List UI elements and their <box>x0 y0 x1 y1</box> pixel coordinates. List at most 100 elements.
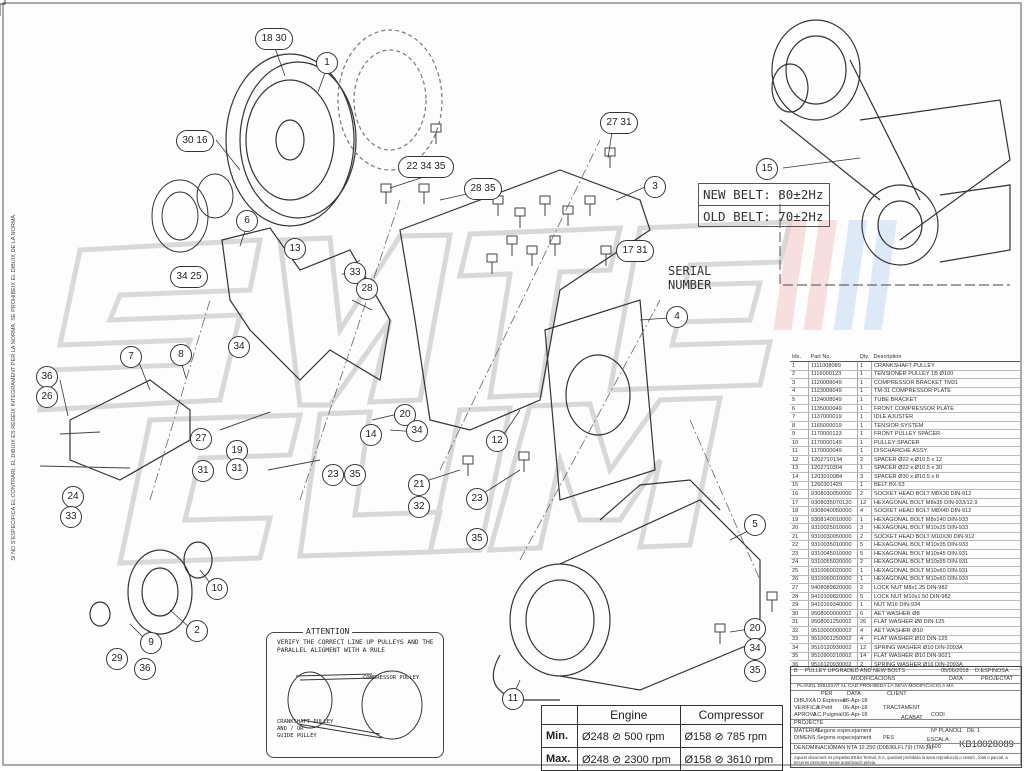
part-callout: 28 35 <box>464 178 502 200</box>
material-value: Segons especejament <box>817 728 872 734</box>
part-number: 9308140010000 <box>808 515 858 525</box>
leader-15 <box>782 157 861 169</box>
part-description: LOCK NUT M10x1.50 DIN-982 <box>871 592 1020 602</box>
part-idx: 18 <box>790 506 809 516</box>
part-number: 9310060020000 <box>808 566 858 576</box>
part-idx: 34 <box>790 643 809 653</box>
part-callout: 6 <box>236 210 258 232</box>
bracket-drawing <box>221 169 656 501</box>
part-idx: 22 <box>790 540 809 551</box>
part-idx: 15 <box>790 481 809 491</box>
part-callout: 4 <box>666 306 688 328</box>
dibuixa-label: DIBUIXA <box>794 698 817 704</box>
part-idx: 19 <box>790 515 809 525</box>
verifica-name: J.Petit <box>817 705 833 711</box>
per-label: PER <box>821 691 833 697</box>
part-callout: 9 <box>140 632 162 654</box>
part-idx: 12 <box>790 455 809 465</box>
ownership-footer: Aquest document es propietat d'Eiko Term… <box>794 755 1008 765</box>
part-number: 9510000000002 <box>808 626 858 636</box>
serial-number-label: SERIAL NUMBER <box>668 264 711 292</box>
part-idx: 35 <box>790 652 809 662</box>
part-callout: 33 <box>60 506 82 528</box>
viscous-fan-drawing <box>151 173 234 253</box>
part-callout: 35 <box>744 660 766 682</box>
part-idx: 6 <box>790 404 809 414</box>
attention-title: ATTENTION <box>303 627 353 636</box>
part-qty: 1 <box>857 387 872 397</box>
belt-frequency-box: NEW BELT: 80±2Hz OLD BELT: 70±2Hz <box>698 183 830 227</box>
part-qty: 6 <box>857 609 872 619</box>
part-qty: 1 <box>857 404 872 414</box>
part-qty: 1 <box>857 600 872 610</box>
part-callout: 28 <box>356 278 378 300</box>
new-belt-spec: NEW BELT: 80±2Hz <box>703 187 824 202</box>
plan-no-value: 1 <box>959 728 963 734</box>
part-callout: 23 <box>466 488 488 510</box>
attention-text-line1: VERIFY THE CORRECT LINE UP PULLEYS AND T… <box>277 639 434 646</box>
part-qty: 2 <box>857 660 872 670</box>
part-idx: 11 <box>790 446 809 456</box>
part-description: HEXAGONAL BOLT M10x60 DIN-933 <box>871 575 1020 585</box>
client-label: CLIENT <box>887 691 907 697</box>
part-idx: 23 <box>790 549 809 559</box>
parts-header-idx: Idx. <box>790 352 809 362</box>
fasteners-drawing <box>0 0 778 645</box>
part-callout: 3 <box>644 176 666 198</box>
serial-label-line2: NUMBER <box>668 278 712 292</box>
part-number: 9308040050000 <box>808 506 858 516</box>
projecte-label: PROJECTE <box>794 720 824 726</box>
part-number: 9310045010000 <box>808 549 858 559</box>
escala-label: ESCALA <box>927 737 949 743</box>
part-description: COMPRESSOR BRACKET TM31 <box>871 378 1020 388</box>
part-callout: 29 <box>106 648 128 670</box>
part-idx: 4 <box>790 387 809 397</box>
attention-belt-diagram <box>287 670 423 740</box>
part-description: DISCHARCHE ASSY. <box>871 446 1020 456</box>
verifica-date: 06-Apr-18 <box>843 705 868 711</box>
part-number: 9410169340000 <box>808 600 858 610</box>
part-qty: 1 <box>857 438 872 448</box>
part-number: 9408089820000 <box>808 583 858 593</box>
mod-b-by: D.ESPINOSA <box>975 668 1009 674</box>
part-callout: 8 <box>170 344 192 366</box>
part-description: HEXAGONAL BOLT M8x35 DIN-933/12.9 <box>871 498 1020 508</box>
part-description: SPACER Ø22 x Ø10.5 x 30 <box>871 464 1020 474</box>
part-description: HEXAGONAL BOLT M10x35 DIN-933 <box>871 540 1020 551</box>
compressor-pulley-label: COMPRESSOR PULLEY <box>363 675 420 681</box>
part-description: FRONT PULLEY SPACER <box>871 429 1020 439</box>
part-idx: 8 <box>790 421 809 431</box>
part-callout: 36 <box>36 366 58 388</box>
part-callout: 10 <box>206 578 228 600</box>
part-qty: 2 <box>857 489 872 499</box>
part-number: 9308035070120 <box>808 498 858 508</box>
crank-label-line2: AND / OR <box>277 726 304 732</box>
part-callout: 27 31 <box>600 112 638 134</box>
part-idx: 26 <box>790 575 809 585</box>
part-qty: 2 <box>857 532 872 542</box>
denominacio-label: DENOMINACIÓ <box>794 745 834 751</box>
pulley-speed-table: Engine Compressor Min. Ø248 ⊘ 500 rpm Ø1… <box>541 705 783 771</box>
denominacio-value: MAN NTA 12.250 (D0836LFL79) (TM-31) <box>833 745 934 751</box>
side-legal-text: SI NO S'ESPECIFICA EL CONTRARI, EL DIBUI… <box>11 213 17 561</box>
aprova-label: APROVA <box>794 712 817 718</box>
part-number: 1137000019 <box>808 412 858 422</box>
part-number: 9410109820000 <box>808 592 858 602</box>
crank-label-line1: CRANKSHAFT PULLEY <box>277 719 334 725</box>
part-qty: 1 <box>857 370 872 380</box>
mod-b-date: 05/06/2018 <box>941 668 969 674</box>
part-callout: 18 30 <box>255 28 293 50</box>
